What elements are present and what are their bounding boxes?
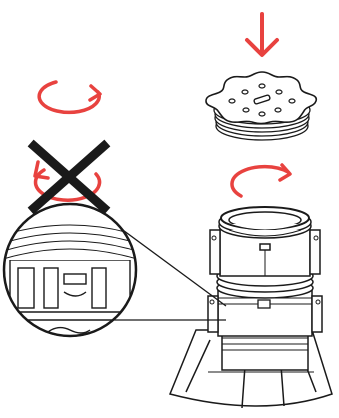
- rotate-clockwise-icon: [232, 165, 290, 196]
- rotate-counterclockwise-icon: [39, 82, 100, 112]
- magnifier-detail-icon: [0, 204, 226, 340]
- detail-marker: [258, 300, 270, 308]
- down-arrow-icon: [247, 14, 277, 55]
- prohibited-cross-icon: [34, 146, 104, 208]
- threaded-extension-tube: [170, 207, 332, 408]
- pedestal-head-plate: [206, 72, 316, 140]
